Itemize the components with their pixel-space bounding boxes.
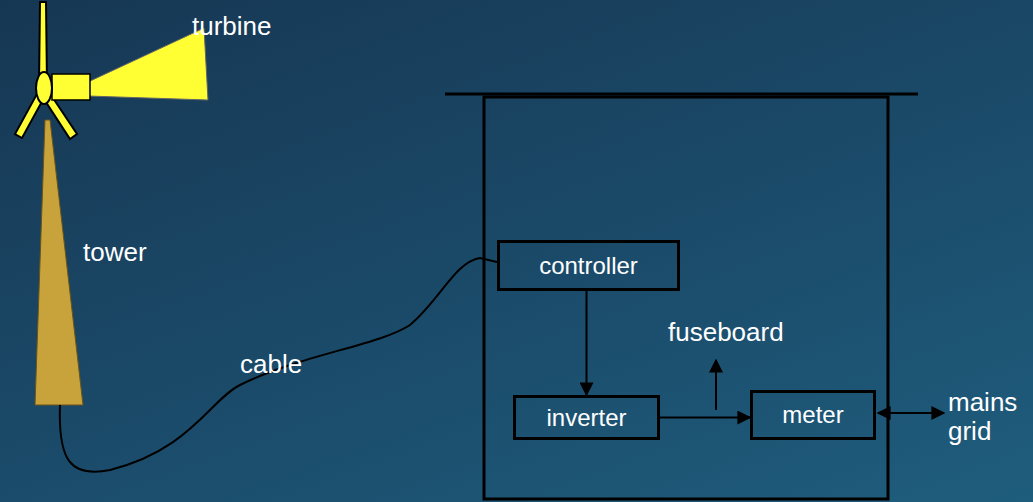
cable-wire	[60, 258, 497, 472]
box-label: controller	[539, 252, 638, 280]
fuseboard-branch	[715, 360, 717, 410]
mains-link	[878, 412, 944, 414]
roof-line	[445, 93, 918, 96]
part-label: tower	[83, 238, 147, 267]
part-label: mains grid	[948, 388, 1018, 445]
tower-shape	[35, 120, 83, 405]
box-label: inverter	[546, 404, 626, 432]
part-label: fuseboard	[668, 318, 784, 347]
process-box: meter	[750, 390, 876, 440]
flow-arrow	[586, 291, 588, 395]
box-label: meter	[782, 401, 843, 429]
part-label: cable	[240, 350, 302, 379]
flow-arrow	[660, 417, 750, 419]
hub	[36, 72, 52, 104]
process-box: controller	[497, 240, 680, 291]
process-box: inverter	[513, 395, 660, 440]
house-outline	[484, 97, 888, 499]
tail-fin	[88, 28, 208, 100]
part-label: turbine	[192, 12, 272, 41]
nacelle	[52, 74, 90, 100]
